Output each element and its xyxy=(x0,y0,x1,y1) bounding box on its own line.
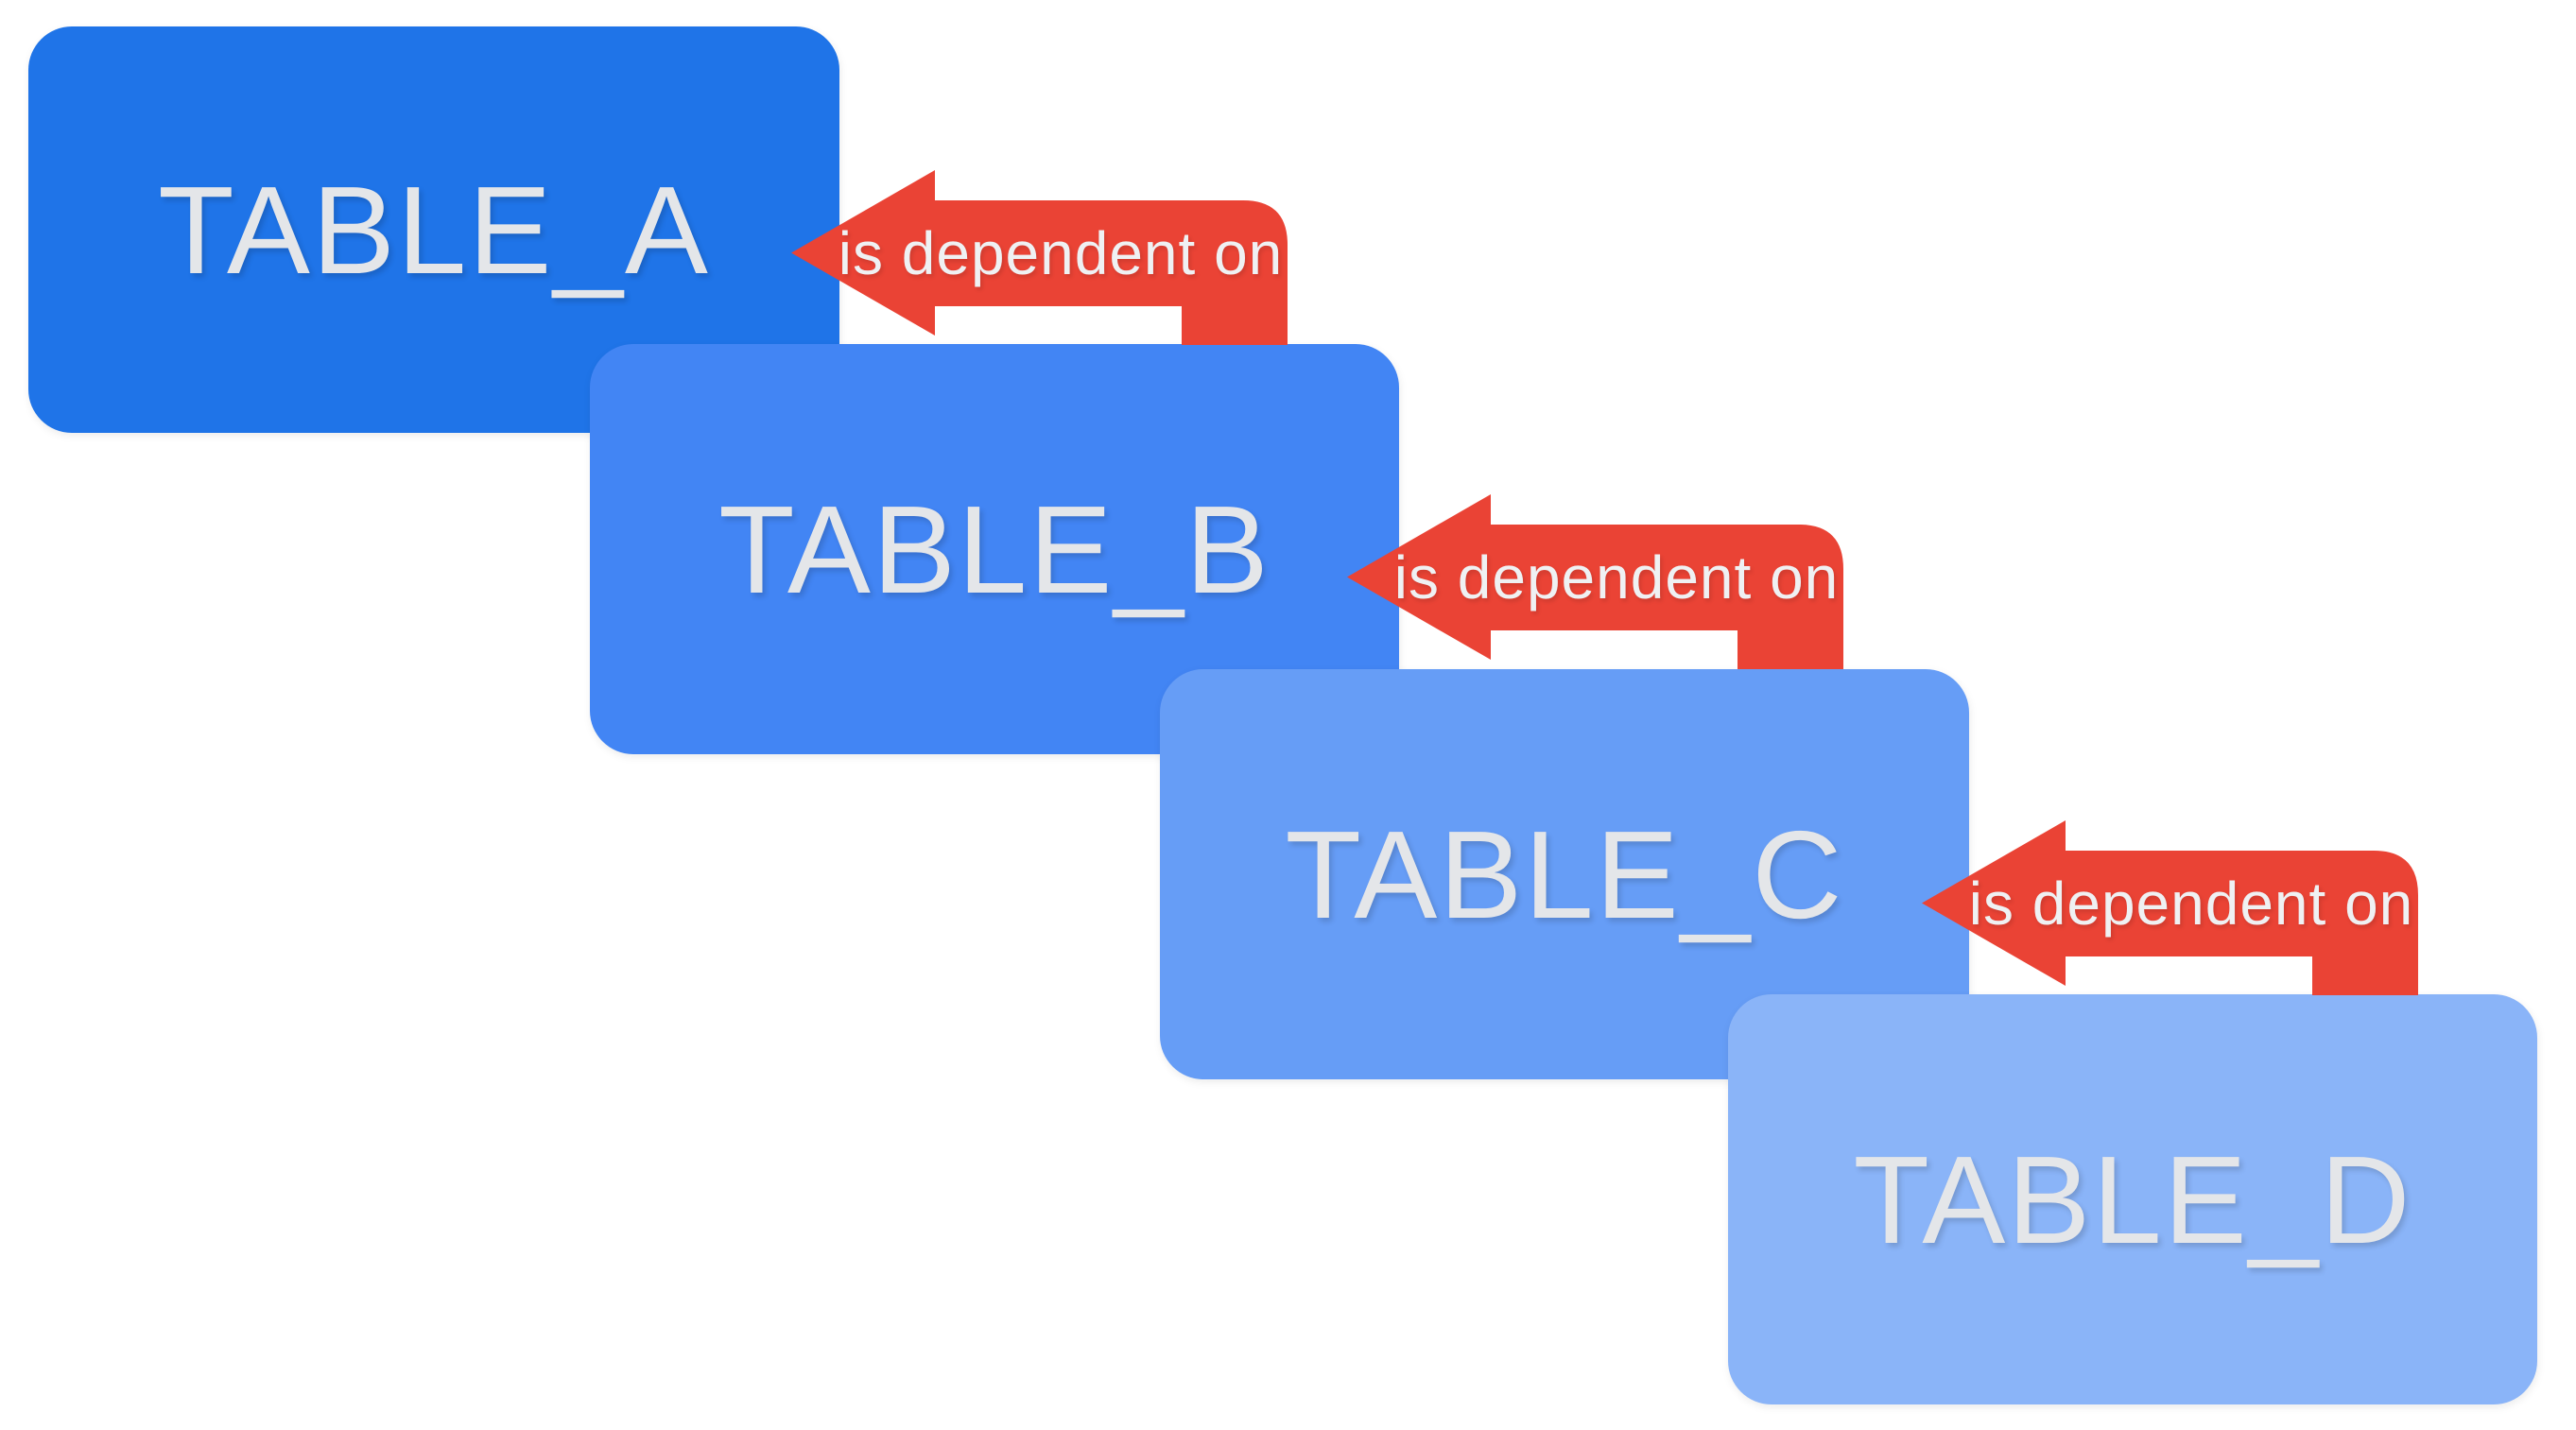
dependency-arrow-label: is dependent on xyxy=(838,219,1284,287)
dependency-arrow-label: is dependent on xyxy=(1968,870,2414,938)
left-elbow-arrow-icon xyxy=(791,170,1288,345)
left-elbow-arrow-icon xyxy=(1347,494,1843,669)
dependency-arrow-b-to-a: is dependent on xyxy=(791,170,1288,345)
dependency-arrow-d-to-c: is dependent on xyxy=(1922,820,2418,995)
table-a-label: TABLE_A xyxy=(158,160,710,300)
dependency-arrow-label: is dependent on xyxy=(1393,543,1840,612)
table-b-label: TABLE_B xyxy=(718,479,1271,619)
table-d-label: TABLE_D xyxy=(1853,1129,2412,1269)
table-a-box: TABLE_A xyxy=(28,26,839,433)
left-elbow-arrow-icon xyxy=(1922,820,2418,995)
table-d-box: TABLE_D xyxy=(1728,994,2537,1404)
dependency-arrow-c-to-b: is dependent on xyxy=(1347,494,1843,669)
table-c-label: TABLE_C xyxy=(1285,804,1844,944)
